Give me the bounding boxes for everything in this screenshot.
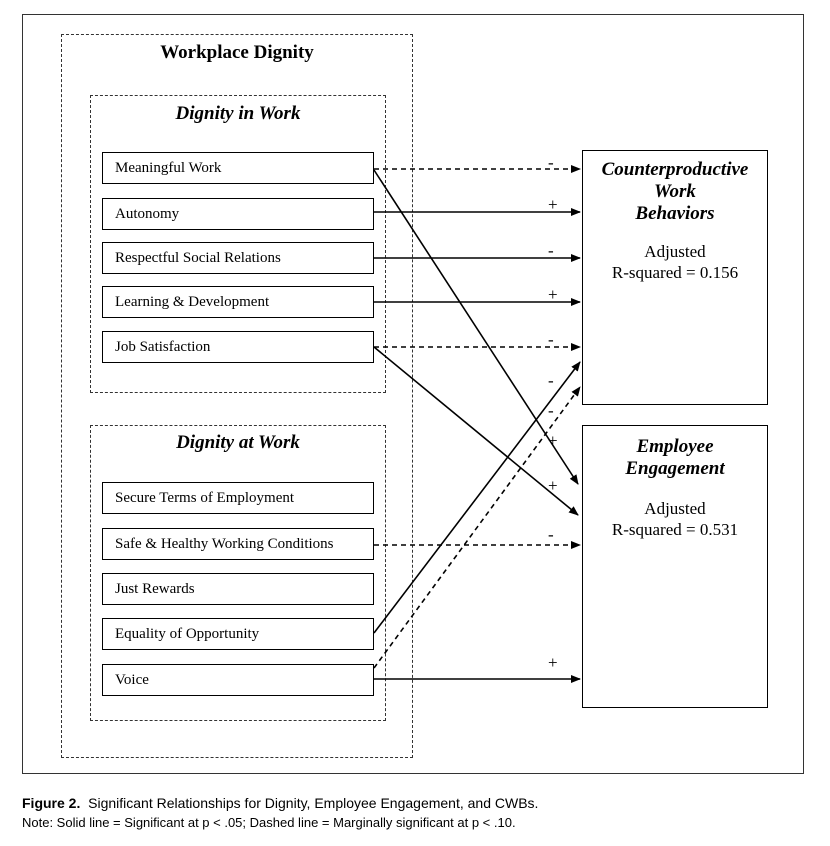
dignity-in-work-box xyxy=(90,95,386,393)
sign-meaningful-engagement: + xyxy=(548,431,558,450)
workplace-dignity-box xyxy=(61,34,413,758)
item-equality-of-opportunity: Equality of Opportunity xyxy=(102,618,374,650)
item-autonomy: Autonomy xyxy=(102,198,374,230)
sign-autonomy-cwb: + xyxy=(548,195,558,214)
engagement-title: Employee Engagement xyxy=(625,436,725,479)
sign-respectful-cwb: - xyxy=(548,241,554,260)
item-voice: Voice xyxy=(102,664,374,696)
sign-voice-engagement: + xyxy=(548,653,558,672)
engagement-r-squared: Adjusted R-squared = 0.531 xyxy=(611,499,739,539)
item-job-satisfaction: Job Satisfaction xyxy=(102,331,374,363)
item-secure-terms: Secure Terms of Employment xyxy=(102,482,374,514)
sign-learning-cwb: + xyxy=(548,285,558,304)
figure-caption: Figure 2. Significant Relationships for … xyxy=(22,795,538,811)
dignity-at-work-title: Dignity at Work xyxy=(176,432,300,453)
arrow-jobsat-to-engagement xyxy=(373,346,579,516)
cwb-r-squared: Adjusted R-squared = 0.156 xyxy=(611,242,739,282)
arrow-meaningful-to-engagement xyxy=(373,169,579,485)
figure-frame xyxy=(22,14,804,774)
sign-voice-cwb: - xyxy=(548,401,554,420)
arrow-equality-to-cwb xyxy=(373,361,581,634)
sign-meaningful-cwb: - xyxy=(548,153,554,172)
engagement-box: Employee Engagement Adjusted R-squared =… xyxy=(582,425,768,708)
sign-safe-engagement: - xyxy=(548,525,554,544)
sign-jobsat-cwb: - xyxy=(548,330,554,349)
dignity-in-work-title: Dignity in Work xyxy=(175,103,301,124)
item-respectful-social-relations: Respectful Social Relations xyxy=(102,242,374,274)
cwb-box: Counterproductive Work Behaviors Adjuste… xyxy=(582,150,768,405)
sign-equality-cwb: - xyxy=(548,371,554,390)
figure-note: Note: Solid line = Significant at p < .0… xyxy=(22,815,516,830)
item-learning-development: Learning & Development xyxy=(102,286,374,318)
item-safe-healthy-conditions: Safe & Healthy Working Conditions xyxy=(102,528,374,560)
item-meaningful-work: Meaningful Work xyxy=(102,152,374,184)
dignity-at-work-box xyxy=(90,425,386,721)
item-just-rewards: Just Rewards xyxy=(102,573,374,605)
figure-caption-text: Significant Relationships for Dignity, E… xyxy=(88,795,539,811)
figure-label: Figure 2. xyxy=(22,795,81,811)
cwb-title: Counterproductive Work Behaviors xyxy=(601,159,749,224)
sign-jobsat-engagement: + xyxy=(548,476,558,495)
workplace-dignity-title: Workplace Dignity xyxy=(160,42,314,63)
